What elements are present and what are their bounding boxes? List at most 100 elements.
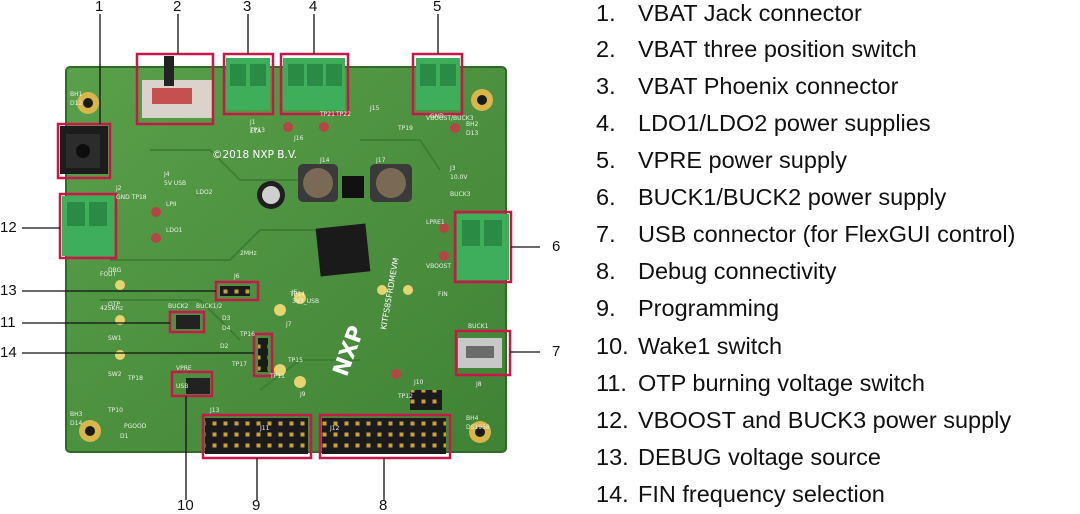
legend-item-1: 1.VBAT Jack connector <box>596 0 862 27</box>
silk-label: J4 <box>163 171 170 178</box>
silk-label: 10.0V <box>450 174 468 181</box>
jumper-j9 <box>220 286 250 296</box>
callout-2: 2 <box>173 0 182 15</box>
test-points <box>151 122 460 379</box>
capacitor <box>257 181 285 209</box>
callout-11: 11 <box>0 314 16 331</box>
legend-item-8: 8.Debug connectivity <box>596 258 837 285</box>
silk-label: SW2 <box>108 371 122 378</box>
silk-label: J13 <box>209 407 220 414</box>
silk-label: DBG <box>108 267 122 274</box>
yellow-test-points <box>115 280 413 388</box>
highlight-11 <box>168 310 206 334</box>
legend-text: VBAT Phoenix connector <box>638 73 899 99</box>
silk-label: TP22 <box>335 111 351 118</box>
legend-number: 2. <box>596 36 616 62</box>
silk-label: J9 <box>299 391 306 398</box>
legend-number: 6. <box>596 184 616 210</box>
callout-6: 6 <box>552 238 561 255</box>
highlight-2 <box>135 52 215 126</box>
legend-text: USB connector (for FlexGUI control) <box>638 221 1016 247</box>
callout-14: 14 <box>0 344 17 361</box>
highlight-10 <box>170 370 214 398</box>
callout-3: 3 <box>243 0 252 15</box>
highlight-12 <box>58 192 118 260</box>
callout-12: 12 <box>0 219 17 236</box>
silk-label: TP13 <box>249 127 265 134</box>
legend-item-10: 10.Wake1 switch <box>596 333 782 360</box>
vbat-jack-connector <box>60 126 108 174</box>
silk-label: BH2 <box>466 121 479 128</box>
silk-label: ETA <box>250 128 262 135</box>
legend-number: 11. <box>596 370 627 396</box>
silk-label: J8 <box>475 381 482 388</box>
inductor-lpre1 <box>370 164 412 202</box>
silk-label: J5 <box>291 289 298 296</box>
silk-label: D1 <box>120 433 129 440</box>
silk-label: D12 <box>70 100 82 107</box>
silk-label: BUCK2 <box>168 303 189 310</box>
legend-text: FIN frequency selection <box>638 481 885 507</box>
connector-ldo <box>283 58 345 110</box>
silk-label: DS1958 <box>466 424 490 431</box>
legend-number: 12. <box>596 407 629 433</box>
legend-item-2: 2. VBAT three position switch <box>596 36 917 63</box>
silk-label: TP14 <box>289 291 305 298</box>
legend-item-4: 4.LDO1/LDO2 power supplies <box>596 110 931 137</box>
callout-10: 10 <box>177 497 194 514</box>
silk-label: J2 <box>115 185 122 192</box>
silk-copyright: ©2018 NXP B.V. <box>212 149 297 161</box>
silk-label: 3V3_USB <box>292 298 319 305</box>
debug-header <box>322 418 446 454</box>
callout-5: 5 <box>433 0 442 15</box>
silk-label: 2MHz <box>240 250 257 257</box>
legend-number: 9. <box>596 295 616 321</box>
silk-label: J12 <box>329 425 340 432</box>
callout-8: 8 <box>379 497 388 514</box>
legend-item-13: 13.DEBUG voltage source <box>596 444 881 471</box>
highlight-7 <box>454 329 512 377</box>
silk-label: J17 <box>375 157 386 164</box>
silk-label: D4 <box>222 325 231 332</box>
connector-buck1-buck2 <box>457 214 509 280</box>
legend-item-7: 7. USB connector (for FlexGUI control) <box>596 221 1015 248</box>
silk-label: J7 <box>285 321 292 328</box>
legend-text: Debug connectivity <box>638 258 837 284</box>
legend-number: 5. <box>596 147 616 173</box>
silk-label: TP10 <box>107 407 123 414</box>
legend-number: 10. <box>596 333 629 359</box>
callout-1: 1 <box>95 0 104 15</box>
silk-label: LPRE1 <box>426 219 445 226</box>
highlight-8 <box>318 413 452 460</box>
silk-label: J1 <box>249 119 256 126</box>
connector-vpre <box>416 58 460 110</box>
silk-label: J14 <box>319 157 330 164</box>
legend-text: VBOOST and BUCK3 power supply <box>638 407 1012 433</box>
silk-label: BUCK3 <box>450 191 471 198</box>
mounting-hole-bh2 <box>471 89 493 111</box>
debug-small-header <box>410 390 442 410</box>
pcb-body <box>66 67 506 452</box>
callout-7: 7 <box>552 343 561 360</box>
highlight-14 <box>252 332 274 378</box>
silk-label: LDO2 <box>196 189 213 196</box>
silk-label: TP15 <box>287 357 303 364</box>
silk-label: D3 <box>222 315 231 322</box>
silk-label: FIN <box>438 291 448 298</box>
silk-label: VBOOST/BUCK3 <box>426 115 474 122</box>
legend-text: VBAT three position switch <box>638 36 917 62</box>
legend-text: LDO1/LDO2 power supplies <box>638 110 931 136</box>
silk-label: J15 <box>369 105 380 112</box>
silk-label: SW1 <box>108 335 122 342</box>
silk-label: FOUT <box>100 271 117 278</box>
legend-number: 7. <box>596 221 616 247</box>
silk-label: 425KHz <box>100 305 123 312</box>
silk-label: VPRE <box>176 365 192 372</box>
switch-otp <box>176 315 200 329</box>
vbat-slide-switch <box>142 56 212 118</box>
silk-label: J6 <box>233 273 240 280</box>
silk-label: USB <box>176 383 188 390</box>
mounting-hole-bh3 <box>79 420 101 442</box>
legend-number: 14. <box>596 481 629 507</box>
inductor-lpii <box>298 164 338 202</box>
